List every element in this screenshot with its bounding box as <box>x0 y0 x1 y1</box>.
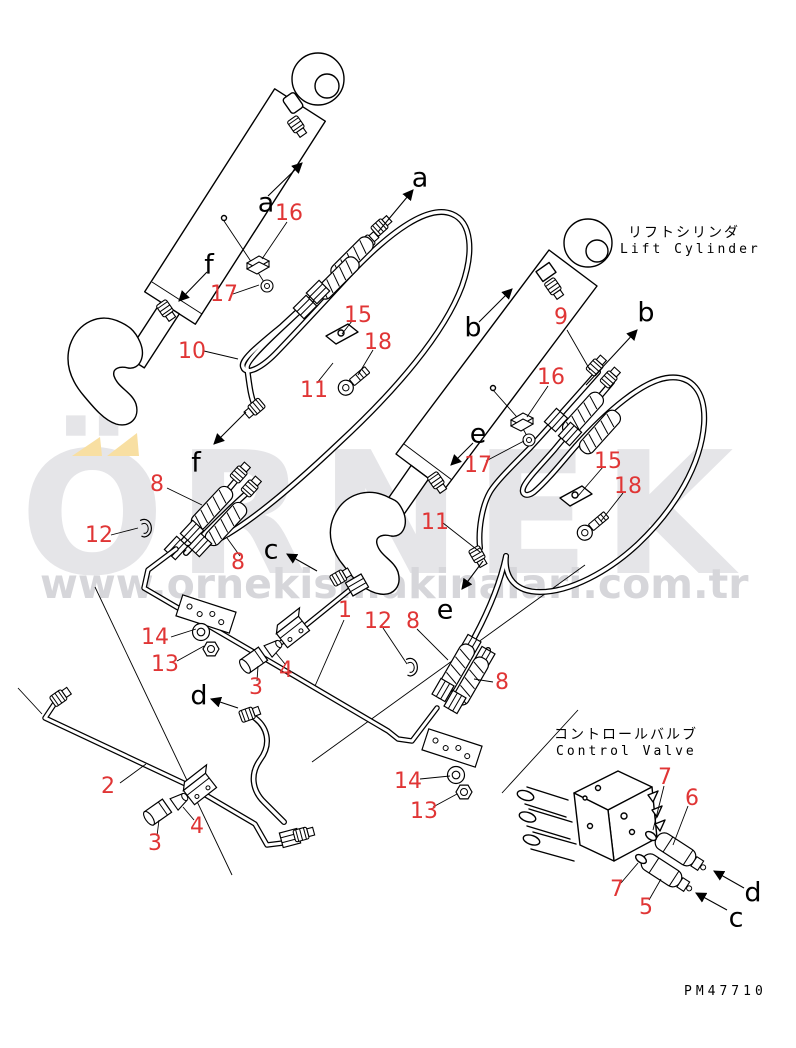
callout-number-8: 8 <box>406 609 420 634</box>
lift-cylinder-title-en: Lift Cylinder <box>620 242 761 257</box>
o-ring-7a <box>644 830 658 842</box>
callout-number-8: 8 <box>231 550 245 575</box>
callout-number-12: 12 <box>364 609 392 634</box>
tube-assembly-2 <box>42 685 316 849</box>
flow-letter-f: f <box>191 447 201 479</box>
control-valve <box>516 770 711 898</box>
flow-letter-a: a <box>257 187 275 219</box>
tube-assembly-1 <box>141 546 483 800</box>
flow-letter-a: a <box>411 162 429 194</box>
callout-number-18: 18 <box>614 474 642 499</box>
leader-lines <box>110 221 689 901</box>
flow-letter-b: b <box>464 312 482 344</box>
left-lift-cylinder <box>67 52 345 426</box>
callout-number-8: 8 <box>150 472 164 497</box>
right-lift-cylinder <box>329 218 613 595</box>
callout-number-4: 4 <box>190 814 204 839</box>
lift-cylinder-title-ja: リフトシリンダ <box>628 225 740 241</box>
callout-number-7: 7 <box>658 765 672 790</box>
callout-number-2: 2 <box>101 774 115 799</box>
right-hose-assembly <box>401 353 708 715</box>
callout-number-6: 6 <box>685 786 699 811</box>
callout-number-4: 4 <box>279 658 293 683</box>
callout-number-14: 14 <box>141 625 169 650</box>
callout-number-13: 13 <box>151 652 179 677</box>
control-valve-title-ja: コントロールバルブ <box>554 727 698 743</box>
callout-number-5: 5 <box>639 895 653 920</box>
callout-number-15: 15 <box>594 449 622 474</box>
callout-number-14: 14 <box>394 769 422 794</box>
flow-letter-b: b <box>637 297 655 329</box>
flow-letter-d: d <box>190 680 208 712</box>
document-number: PM47710 <box>684 984 767 999</box>
callout-number-11: 11 <box>421 510 449 535</box>
flow-letter-f: f <box>204 249 214 281</box>
bracket-plate-right <box>421 728 483 768</box>
callout-number-16: 16 <box>537 365 565 390</box>
control-valve-title-en: Control Valve <box>556 744 697 759</box>
callout-number-17: 17 <box>464 453 492 478</box>
callout-number-7: 7 <box>610 877 624 902</box>
flow-letter-d: d <box>744 877 762 909</box>
callout-number-9: 9 <box>554 305 568 330</box>
callout-number-16: 16 <box>275 201 303 226</box>
callout-number-11: 11 <box>300 378 328 403</box>
callout-number-17: 17 <box>210 282 238 307</box>
callout-number-15: 15 <box>344 303 372 328</box>
flow-letter-e: e <box>436 594 454 626</box>
flow-arrows <box>178 162 745 911</box>
callout-number-18: 18 <box>364 330 392 355</box>
flow-letter-c: c <box>263 534 279 566</box>
flow-letter-c: c <box>728 902 744 934</box>
left-hose-assembly <box>135 209 473 561</box>
callout-number-10: 10 <box>178 339 206 364</box>
watermark-accent-triangles <box>72 433 139 456</box>
callout-number-12: 12 <box>85 523 113 548</box>
callout-number-8: 8 <box>495 670 509 695</box>
flow-letter-e: e <box>469 418 487 450</box>
o-ring-7b <box>634 853 648 865</box>
callout-number-3: 3 <box>148 831 162 856</box>
callout-number-13: 13 <box>410 799 438 824</box>
callout-number-3: 3 <box>249 675 263 700</box>
callout-number-1: 1 <box>338 598 352 623</box>
frame-lines <box>17 564 586 876</box>
